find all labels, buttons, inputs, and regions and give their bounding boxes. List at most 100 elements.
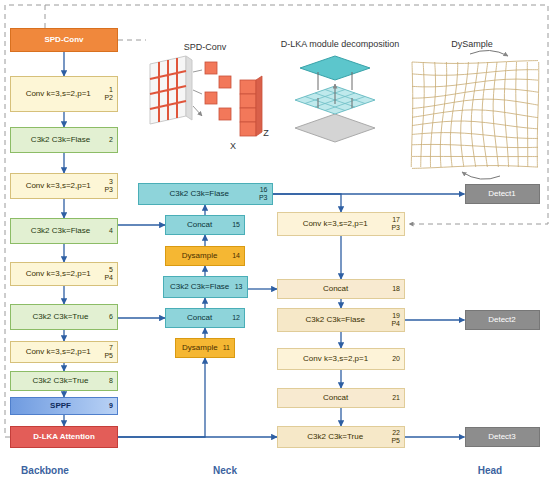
sample-grid-line <box>493 62 498 167</box>
spd-conv-figure <box>150 56 262 136</box>
block-label: C3k2 C3k=True <box>282 432 388 442</box>
index-column: 6 <box>109 313 113 321</box>
conv-block: Conv k=3,s=2,p=120 <box>277 348 405 370</box>
sppf-block: SPPF9 <box>10 397 118 415</box>
index-column: 21 <box>392 394 400 402</box>
layer-index: 7 <box>109 344 113 352</box>
layer-index: 4 <box>109 227 113 235</box>
base-plane <box>295 114 375 142</box>
sample-grid-line <box>482 62 488 167</box>
index-column: 8 <box>109 377 113 385</box>
block-label: Concat <box>170 313 229 323</box>
dysample-block: Dysample11 <box>175 338 235 358</box>
layer-index: 17 <box>392 216 400 224</box>
data-flow-arrow <box>63 52 64 76</box>
block-label: Conv k=3,s=2,p=1 <box>282 354 389 364</box>
feature-level: P4 <box>104 274 113 282</box>
data-flow-arrow <box>118 358 205 437</box>
block-label: C3k2 C3k=Flase <box>282 315 388 325</box>
spd-conv-block: SPD-Conv <box>10 28 118 52</box>
block-label: Concat <box>282 284 389 294</box>
sample-grid-line <box>412 110 538 118</box>
sample-grid-line <box>421 62 425 167</box>
block-label: SPPF <box>15 401 106 411</box>
index-column: 7P5 <box>104 344 113 360</box>
layer-index: 16 <box>260 186 268 194</box>
dashed-guide <box>5 5 548 437</box>
neck-block: C3k2 C3k=Flase16P3 <box>138 183 273 205</box>
sample-grid-line <box>504 62 508 167</box>
sample-grid-line <box>440 62 446 167</box>
sample-grid-line <box>412 156 538 157</box>
block-label: Concat <box>170 220 229 230</box>
index-column: 20 <box>392 355 400 363</box>
conv-block: Conv k=3,s=2,p=11P2 <box>10 76 118 112</box>
attention-block: D-LKA Attention <box>10 426 118 448</box>
neck-block: Concat12 <box>165 308 245 328</box>
data-flow-arrow <box>248 288 278 289</box>
top-plane <box>300 56 370 80</box>
block-label: SPD-Conv <box>15 35 113 45</box>
sub-map <box>219 108 231 120</box>
data-flow-arrow <box>63 363 64 371</box>
layer-index: 11 <box>223 344 230 352</box>
data-flow-arrow <box>273 194 342 212</box>
data-flow-arrow <box>204 328 205 338</box>
sample-grid-line <box>537 62 539 167</box>
sample-grid-line <box>516 62 519 167</box>
data-flow-arrow <box>118 317 165 318</box>
data-flow-arrow <box>340 299 341 308</box>
conv-block: Conv k=3,s=2,p=13P3 <box>10 173 118 199</box>
sample-grid-line <box>412 99 538 108</box>
c3k2-block: C3k2 C3k=Flase2 <box>10 127 118 153</box>
figure-label: SPD-Conv <box>184 42 227 52</box>
index-column: 17P3 <box>391 216 400 232</box>
block-label: Conv k=3,s=2,p=1 <box>15 181 101 191</box>
data-flow-arrow <box>63 330 64 341</box>
sample-grid-line <box>412 89 538 98</box>
block-label: C3k2 C3k=Flase <box>15 135 106 145</box>
block-label: C3k2 C3k=True <box>15 376 106 386</box>
data-flow-arrow <box>204 205 205 215</box>
layer-index: 21 <box>392 394 400 402</box>
c3k2-block: C3k2 C3k=True6 <box>10 304 118 330</box>
figure-label: X <box>230 141 236 151</box>
feature-map <box>150 56 186 124</box>
detect-head: Detect1 <box>465 184 540 204</box>
feature-level: P3 <box>104 186 113 194</box>
section-title: Backbone <box>21 465 69 476</box>
block-label: Detect3 <box>470 432 535 442</box>
index-column: 15 <box>232 221 240 229</box>
sample-arrow <box>462 172 500 179</box>
concat-stack <box>240 76 262 136</box>
split-lines <box>150 58 186 122</box>
data-flow-arrow <box>340 236 341 279</box>
data-flow-arrow <box>405 436 465 437</box>
block-label: Detect1 <box>470 189 535 199</box>
layer-index: 1 <box>109 86 113 94</box>
feature-level: P5 <box>104 352 113 360</box>
data-flow-arrow <box>204 266 205 276</box>
c3k2-block: C3k2 C3k=Flase19P4 <box>277 308 405 332</box>
layer-index: 19 <box>392 312 400 320</box>
lift-arrow <box>318 72 352 108</box>
index-column: 2 <box>109 136 113 144</box>
stack-slice <box>240 80 256 94</box>
dysample-block: Dysample14 <box>165 246 245 266</box>
index-column: 5P4 <box>104 266 113 282</box>
stack-slice <box>240 122 256 136</box>
data-flow-arrow <box>204 298 205 308</box>
neck-block: Concat15 <box>165 215 245 235</box>
sample-grid-line <box>412 61 538 64</box>
layer-index: 20 <box>392 355 400 363</box>
index-column: 22P5 <box>391 429 400 445</box>
concat-block: Concat18 <box>277 279 405 299</box>
block-label: Dysample <box>180 343 220 353</box>
sample-grid-line <box>412 121 538 129</box>
layer-index: 5 <box>109 266 113 274</box>
block-label: C3k2 C3k=True <box>15 312 106 322</box>
data-flow-arrow <box>204 235 205 246</box>
block-label: Conv k=3,s=2,p=1 <box>15 347 101 357</box>
data-flow-arrow <box>405 319 465 320</box>
stack-slice <box>240 94 256 108</box>
